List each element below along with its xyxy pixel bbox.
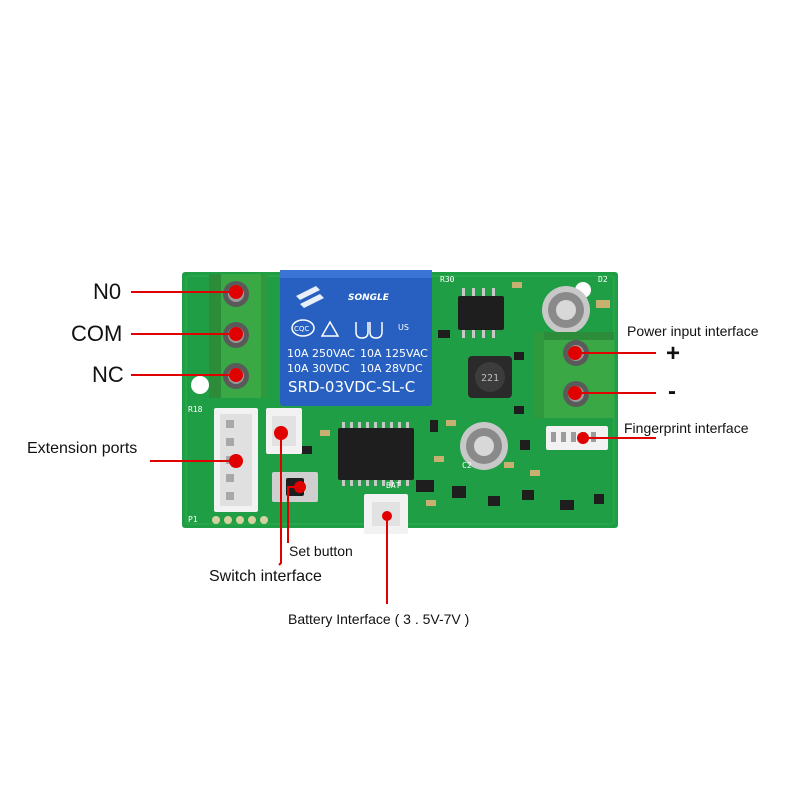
relay: SONGLE CQC US 10A 250VAC 10A 125VAC 10A … [280,270,432,406]
svg-text:BAT: BAT [386,481,401,490]
label-extension-ports: Extension ports [27,440,138,457]
ul-mark: US [398,323,409,332]
svg-text:R18: R18 [188,405,203,414]
svg-text:D2: D2 [598,275,608,284]
chip-u1 [338,428,414,480]
inductor-code: 221 [481,373,499,384]
pin-holes [212,516,268,524]
label-battery-interface: Battery Interface ( 3 . 5V-7V ) [288,611,470,627]
svg-text:R30: R30 [440,275,455,284]
label-no: N0 [93,279,122,304]
label-set-button: Set button [289,543,353,559]
relay-rating-4: 10A 28VDC [360,362,423,375]
label-com: COM [71,321,123,346]
capacitor [542,286,590,334]
smd-resistors [320,282,610,506]
callout-lines [131,291,656,604]
label-nc: NC [92,362,124,387]
label-power-input: Power input interface [627,323,759,339]
relay-brand: SONGLE [348,293,390,303]
smd-components [302,330,604,510]
callout-dots [229,285,589,521]
relay-rating-1: 10A 250VAC [287,347,355,360]
label-plus: + [666,340,681,367]
relay-model: SRD-03VDC-SL-C [288,378,415,396]
svg-text:P1: P1 [188,515,198,524]
mounting-hole [191,376,209,394]
label-fingerprint: Fingerprint interface [624,420,749,436]
cqc-mark: CQC [294,325,309,333]
chip-u2 [458,296,504,330]
label-minus: - [668,378,676,405]
relay-rating-3: 10A 30VDC [287,362,350,375]
capacitor [460,422,508,470]
svg-text:C2: C2 [462,461,472,470]
relay-rating-2: 10A 125VAC [360,347,428,360]
power-terminal-block [534,332,614,418]
label-switch-interface: Switch interface [209,568,322,585]
inductor: 221 [468,356,512,398]
